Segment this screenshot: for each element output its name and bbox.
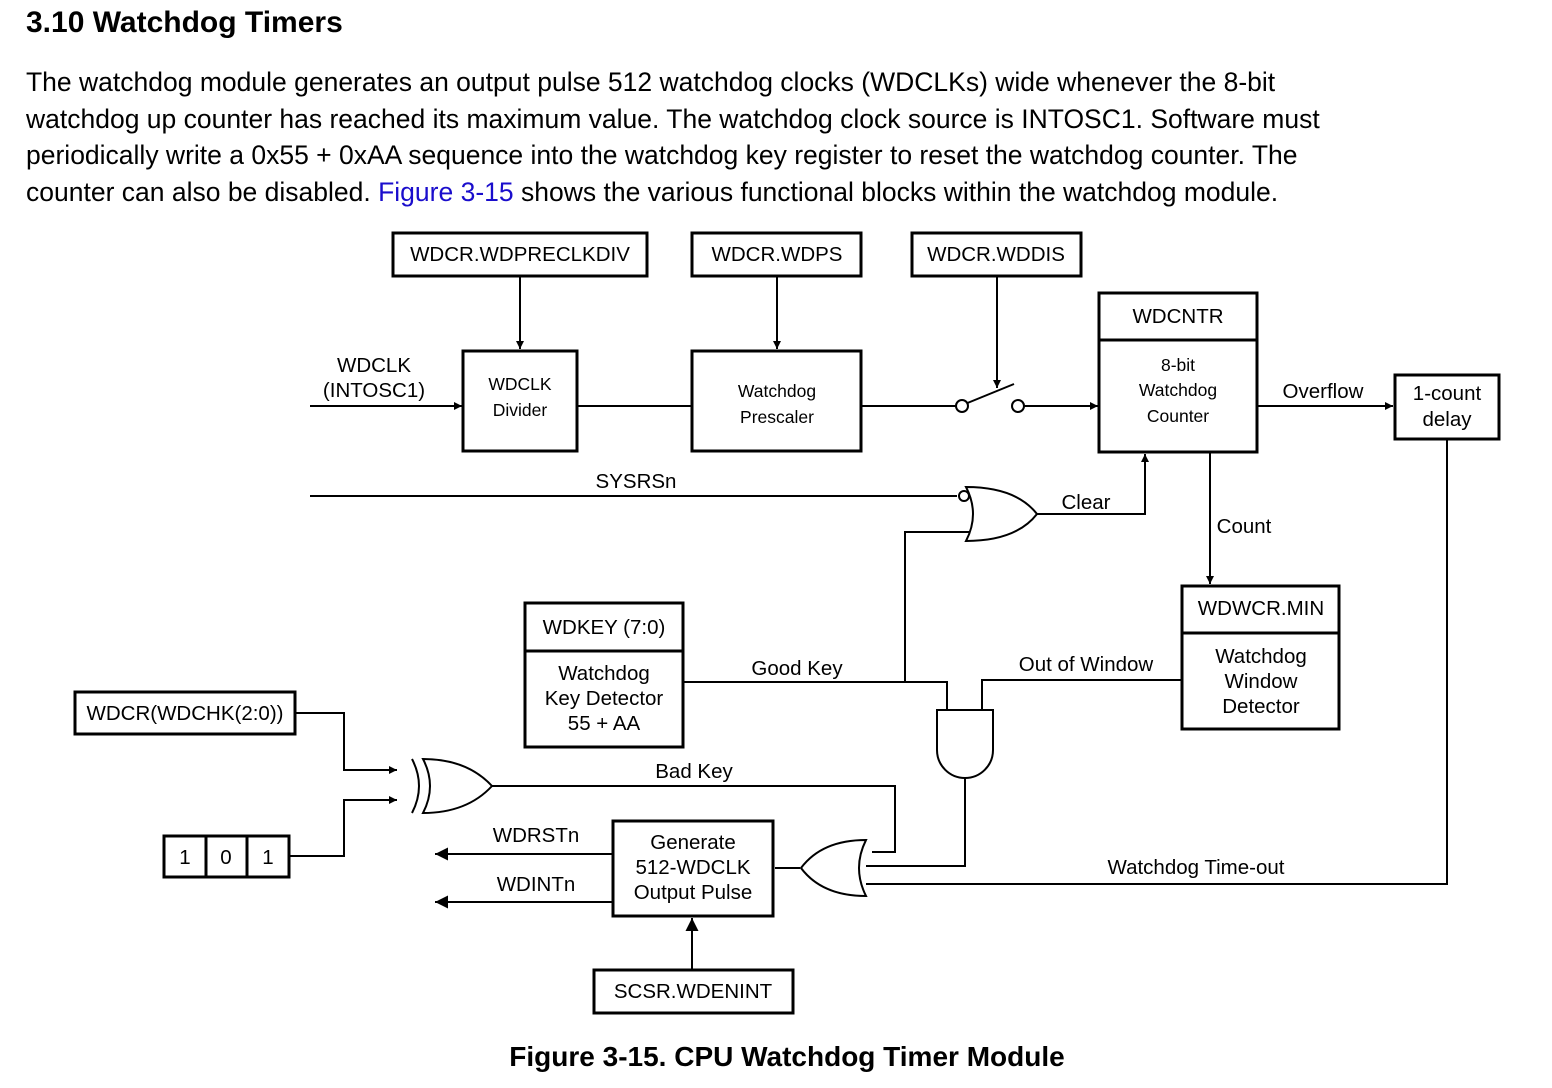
check-bit: 1 [179, 846, 190, 869]
counter-label: Counter [1147, 406, 1209, 426]
register-wddis [910, 231, 1083, 278]
counter-label: Watchdog [1139, 380, 1217, 400]
wdclk-input-label: (INTOSC1) [323, 379, 425, 402]
watchdog-prescaler-label: Watchdog [738, 381, 816, 401]
wdclk-input-label: WDCLK [337, 354, 411, 377]
watchdog-prescaler-block [690, 349, 863, 453]
figure-link[interactable]: Figure 3-15 [378, 176, 514, 207]
out-of-window-label: Out of Window [1019, 653, 1154, 676]
xor-gate [411, 757, 494, 815]
wdchk-register [73, 690, 297, 736]
pulse-generator-block [611, 819, 775, 918]
register-wdpreclkdiv-label: WDCR.WDPRECLKDIV [410, 243, 630, 266]
wdclk-divider-label: Divider [493, 400, 548, 420]
wdkey-title: WDKEY (7:0) [543, 616, 666, 639]
wdintn-label: WDINTn [497, 873, 576, 896]
wdclk-divider-block [461, 349, 579, 453]
window-detector-label: Detector [1222, 695, 1300, 718]
overflow-label: Overflow [1283, 380, 1364, 403]
check-bit: 1 [262, 846, 273, 869]
wdcntr-block [1097, 291, 1259, 454]
check-bit: 0 [220, 846, 231, 869]
switch-contact [1011, 399, 1025, 413]
or-gate-final [799, 838, 868, 898]
figure-caption: Figure 3-15. CPU Watchdog Timer Module [509, 1041, 1064, 1072]
register-wdps-label: WDCR.WDPS [712, 243, 843, 266]
pulse-generator-label: 512-WDCLK [635, 856, 750, 879]
and-gate [936, 709, 994, 779]
switch-contact [955, 399, 969, 413]
paragraph-line: counter can also be disabled. [26, 176, 379, 207]
or-gate-clear [958, 485, 1039, 543]
watchdog-prescaler-label: Prescaler [740, 407, 814, 427]
register-wdpreclkdiv [391, 231, 649, 278]
key-detector-label: Key Detector [545, 687, 664, 710]
wdwcr-title: WDWCR.MIN [1198, 597, 1324, 620]
bad-key-label: Bad Key [655, 760, 733, 783]
register-wddis-label: WDCR.WDDIS [927, 243, 1065, 266]
wdwcr-block [1180, 584, 1341, 731]
window-detector-label: Window [1225, 670, 1298, 693]
window-detector-label: Watchdog [1215, 645, 1307, 668]
key-detector-label: Watchdog [558, 662, 650, 685]
register-wdps [690, 231, 863, 278]
section-heading: 3.10 Watchdog Timers [26, 6, 343, 39]
wdkey-block [523, 601, 685, 749]
wdcntr-title: WDCNTR [1132, 305, 1223, 328]
clear-label: Clear [1062, 491, 1111, 514]
section-paragraph: The watchdog module generates an output … [26, 64, 1536, 210]
pulse-generator-label: Output Pulse [634, 881, 753, 904]
scsr-register [592, 968, 795, 1015]
counter-label: 8-bit [1161, 355, 1195, 375]
wdclk-divider-label: WDCLK [488, 374, 552, 394]
paragraph-line: periodically write a 0x55 + 0xAA sequenc… [26, 140, 1298, 171]
good-key-label: Good Key [751, 657, 843, 680]
wdchk-label: WDCR(WDCHK(2:0)) [86, 702, 283, 725]
one-count-delay-block [1393, 373, 1501, 441]
check-bits-box [162, 834, 291, 879]
paragraph-line: watchdog up counter has reached its maxi… [26, 103, 1320, 134]
pulse-generator-label: Generate [650, 831, 735, 854]
key-detector-label: 55 + AA [568, 712, 641, 735]
delay-label: 1-count [1413, 382, 1482, 405]
timeout-label: Watchdog Time-out [1108, 856, 1285, 879]
delay-label: delay [1422, 408, 1472, 431]
paragraph-line: The watchdog module generates an output … [26, 67, 1276, 97]
scsr-label: SCSR.WDENINT [614, 980, 773, 1003]
sysrsn-label: SYSRSn [596, 470, 677, 493]
count-label: Count [1217, 515, 1272, 538]
paragraph-line: shows the various functional blocks with… [513, 176, 1279, 207]
wdrstn-label: WDRSTn [493, 824, 580, 847]
